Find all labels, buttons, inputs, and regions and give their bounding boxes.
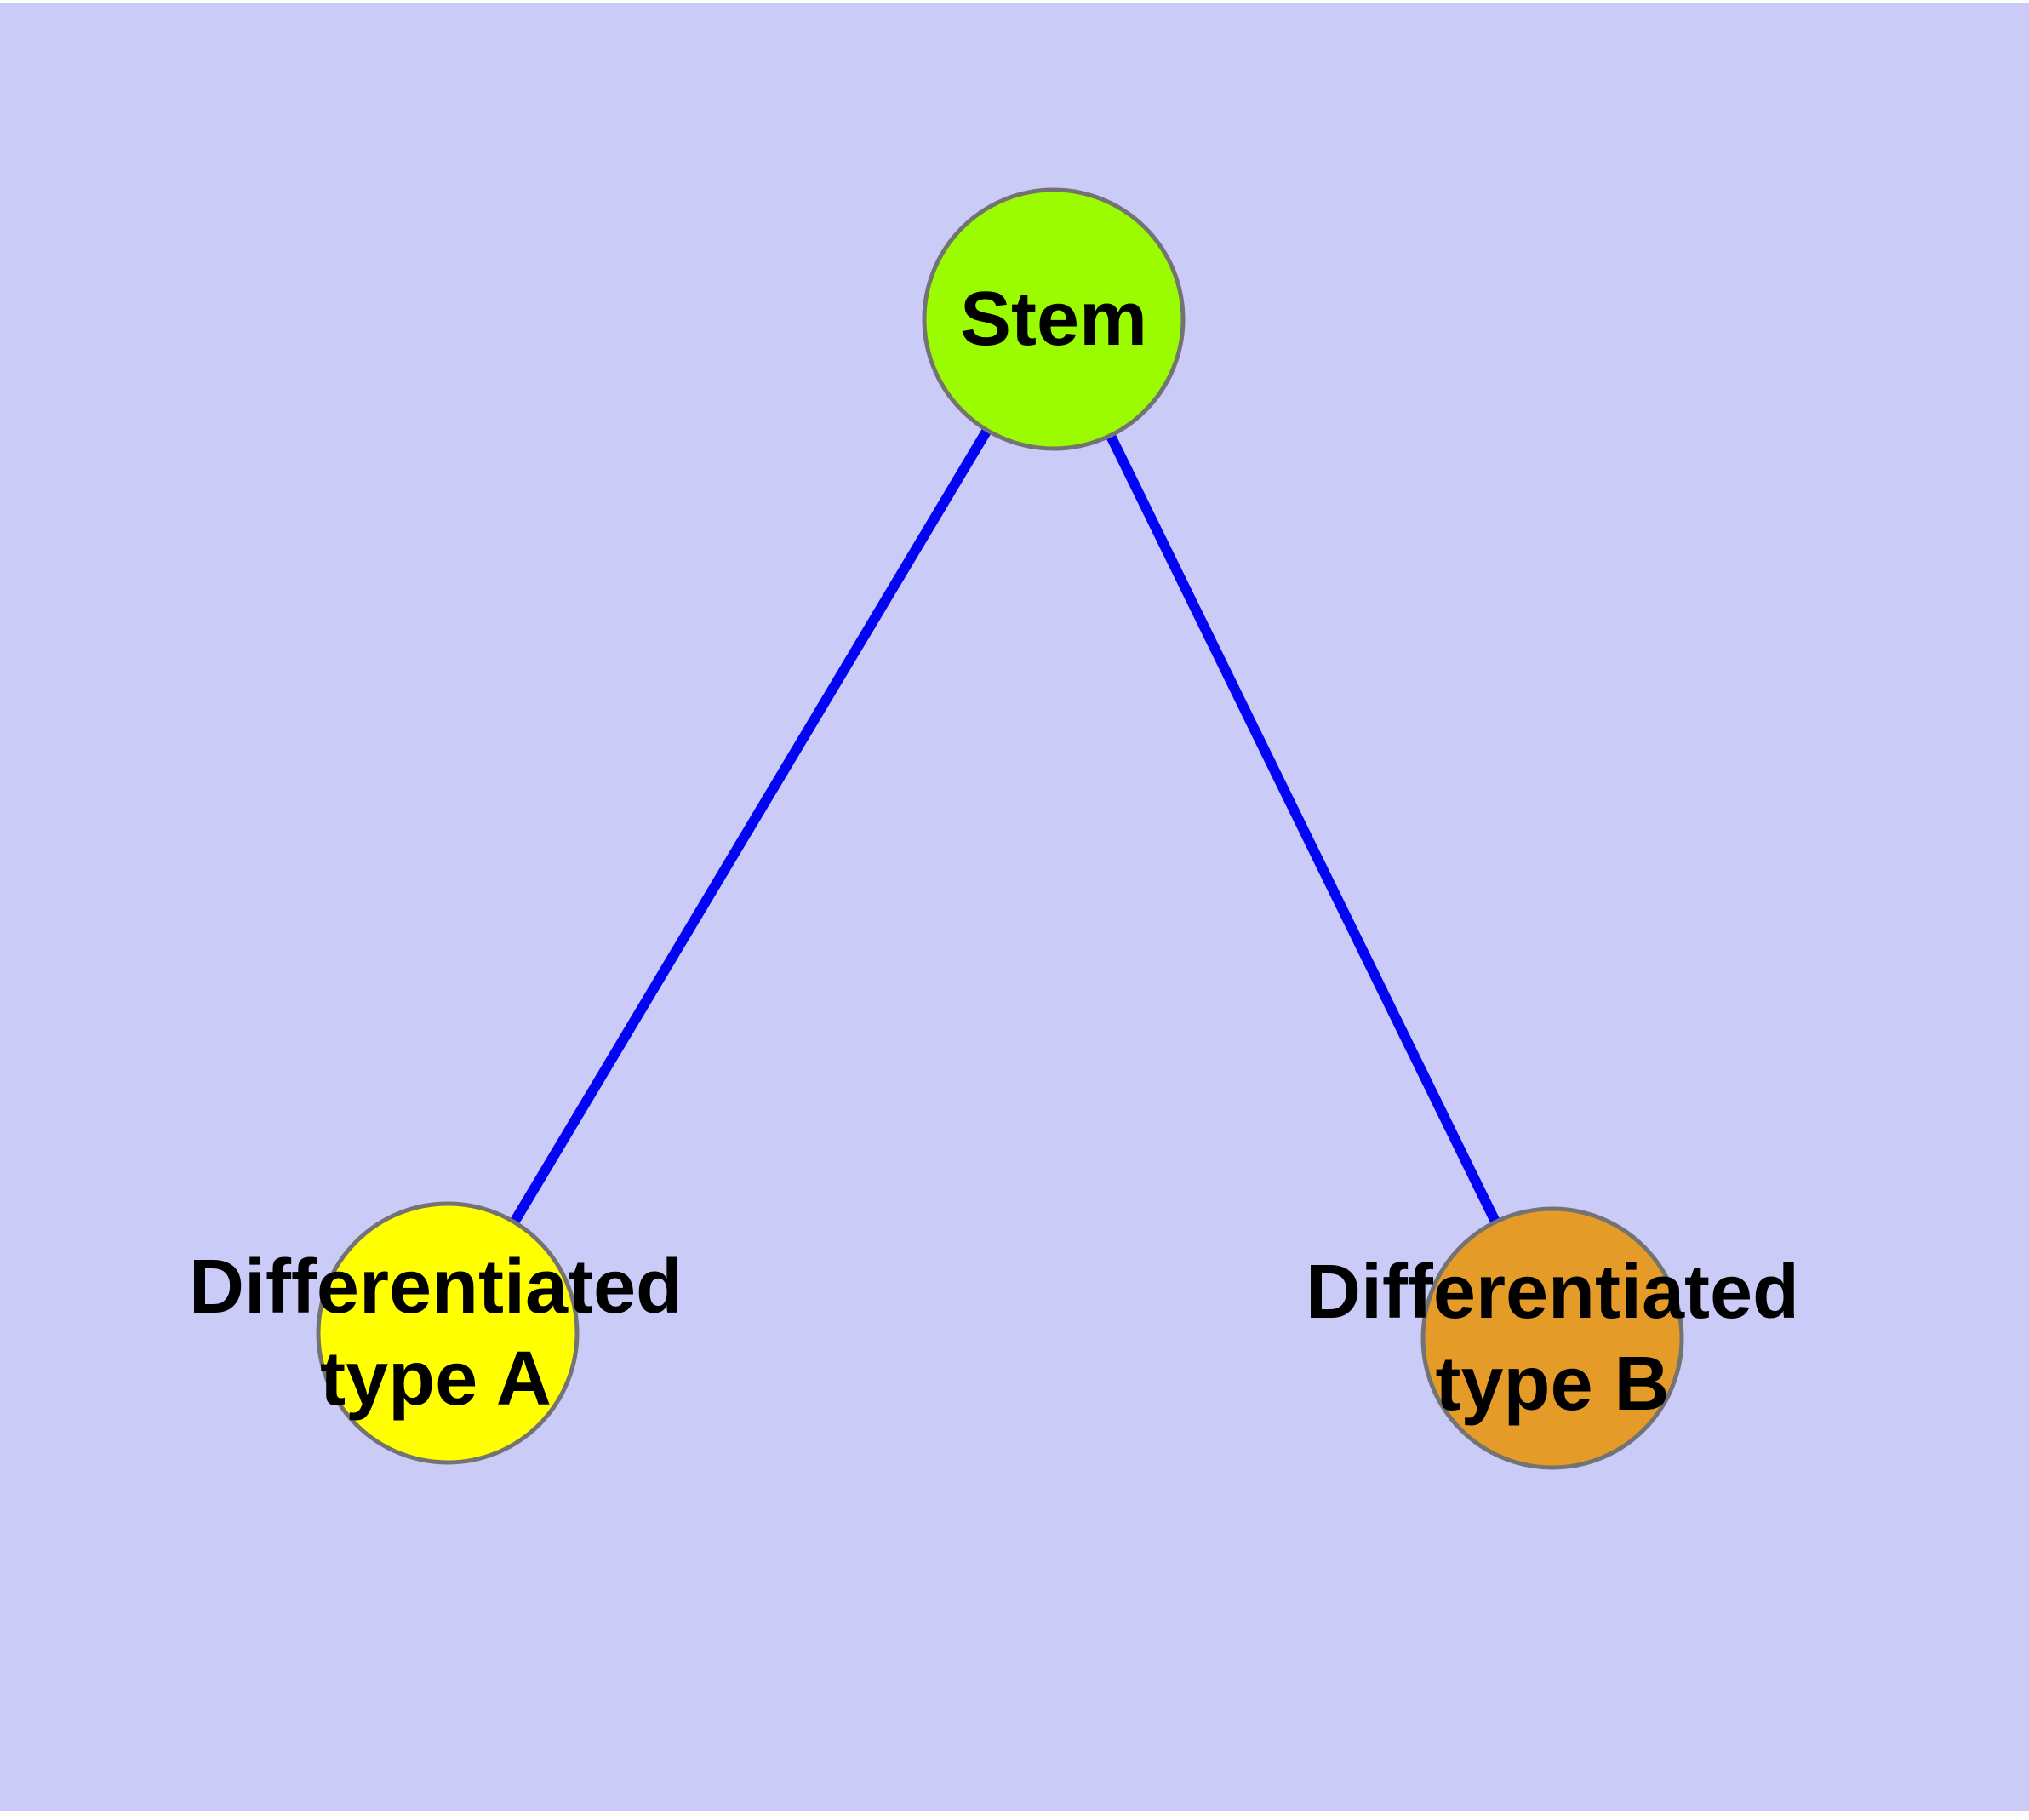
node-differentiated-type-b-label-line2: type B [1435,1342,1669,1427]
edge-stem-to-type-a [509,426,992,1226]
node-differentiated-type-b-label-line1: Differentiated [1306,1250,1799,1335]
node-stem: Stem [922,187,1186,451]
node-differentiated-type-a-label-line2: type A [320,1336,552,1422]
node-differentiated-type-a-circle [316,1201,580,1465]
node-stem-label: Stem [960,277,1147,362]
node-differentiated-type-a: Differentiated type A [189,1201,683,1465]
node-stem-circle [922,187,1186,451]
node-differentiated-type-b: Differentiated type B [1306,1206,1799,1470]
edge-stem-to-type-b [1106,433,1500,1224]
node-differentiated-type-a-label-line1: Differentiated [189,1245,683,1330]
node-differentiated-type-b-circle [1420,1206,1684,1470]
